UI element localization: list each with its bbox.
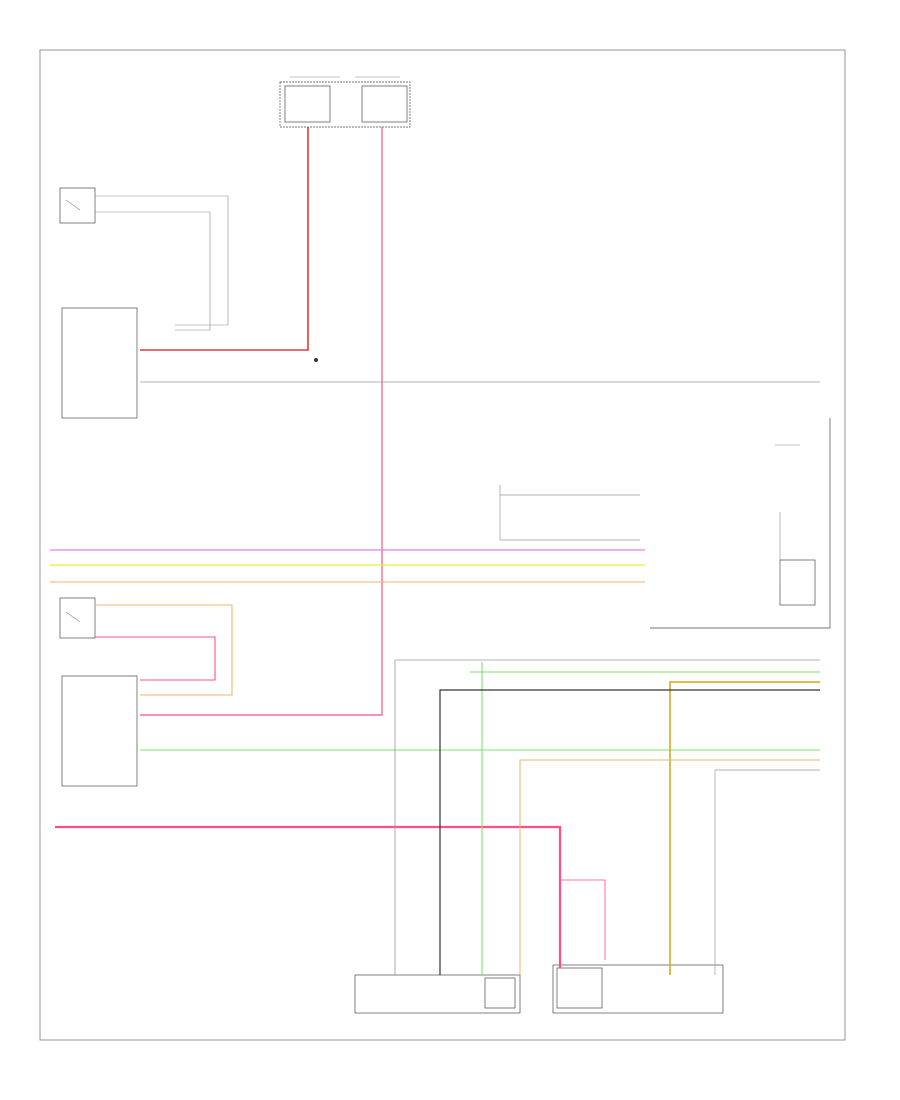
wire-gray-right-stub [714,769,820,975]
wire-black-line [439,689,820,975]
wire-pink-stub [560,879,606,960]
wire-red-wht-vertical [140,127,309,351]
aux-hvac-control-assembly [650,418,831,629]
aux-blower-motor [59,597,96,639]
wire-dark-orange [669,681,820,975]
aux-blower-control-module [61,675,138,787]
blower-motor-control-module [61,307,318,419]
wire-pink-vertical [140,127,383,716]
wire-gray-line [394,659,820,975]
wire-orange-loop [95,604,233,696]
wire-pink-loop [95,636,216,681]
wire-orange-right [519,759,820,975]
aux-temp-actuator [552,964,724,1014]
top-connector [279,76,411,128]
blower-motor-switch [59,187,229,331]
wire-gray-connector [499,485,640,541]
wires [50,127,820,975]
aux-mode-actuator [354,974,521,1014]
diagram-frame [39,49,846,1041]
wire-red-bottom [55,825,562,968]
